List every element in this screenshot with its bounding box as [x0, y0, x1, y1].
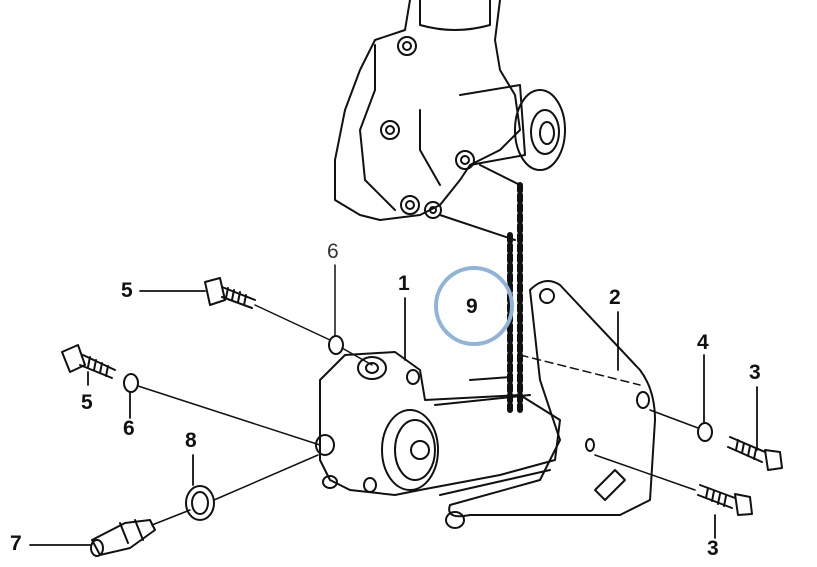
union-fitting-7 [90, 519, 156, 557]
bolt-5-upper [204, 277, 256, 309]
water-pump-housing [334, 0, 566, 221]
bolt-5-lower [61, 344, 116, 379]
callout-3-upper: 3 [749, 361, 761, 384]
callout-4: 4 [697, 331, 709, 354]
power-steering-pump [315, 351, 561, 496]
callout-5-upper: 5 [121, 279, 133, 302]
callout-9[interactable]: 9 [466, 295, 478, 318]
callout-6-lower: 6 [123, 417, 135, 440]
bolt-3-lower [697, 484, 753, 516]
bracket [445, 280, 656, 529]
highlight-circle [434, 266, 514, 346]
bolt-3-upper [727, 436, 783, 471]
callout-8: 8 [185, 429, 197, 452]
callout-7: 7 [10, 532, 22, 555]
washer-6-lower [123, 373, 139, 393]
callout-1: 1 [398, 272, 410, 295]
callout-6-upper: 6 [327, 240, 339, 263]
callout-3-lower: 3 [707, 537, 719, 560]
washer-6-upper [328, 335, 344, 355]
callout-2: 2 [609, 286, 621, 309]
washer-4 [697, 422, 713, 442]
callout-5-lower: 5 [81, 391, 93, 414]
seal-ring-8 [185, 485, 215, 521]
